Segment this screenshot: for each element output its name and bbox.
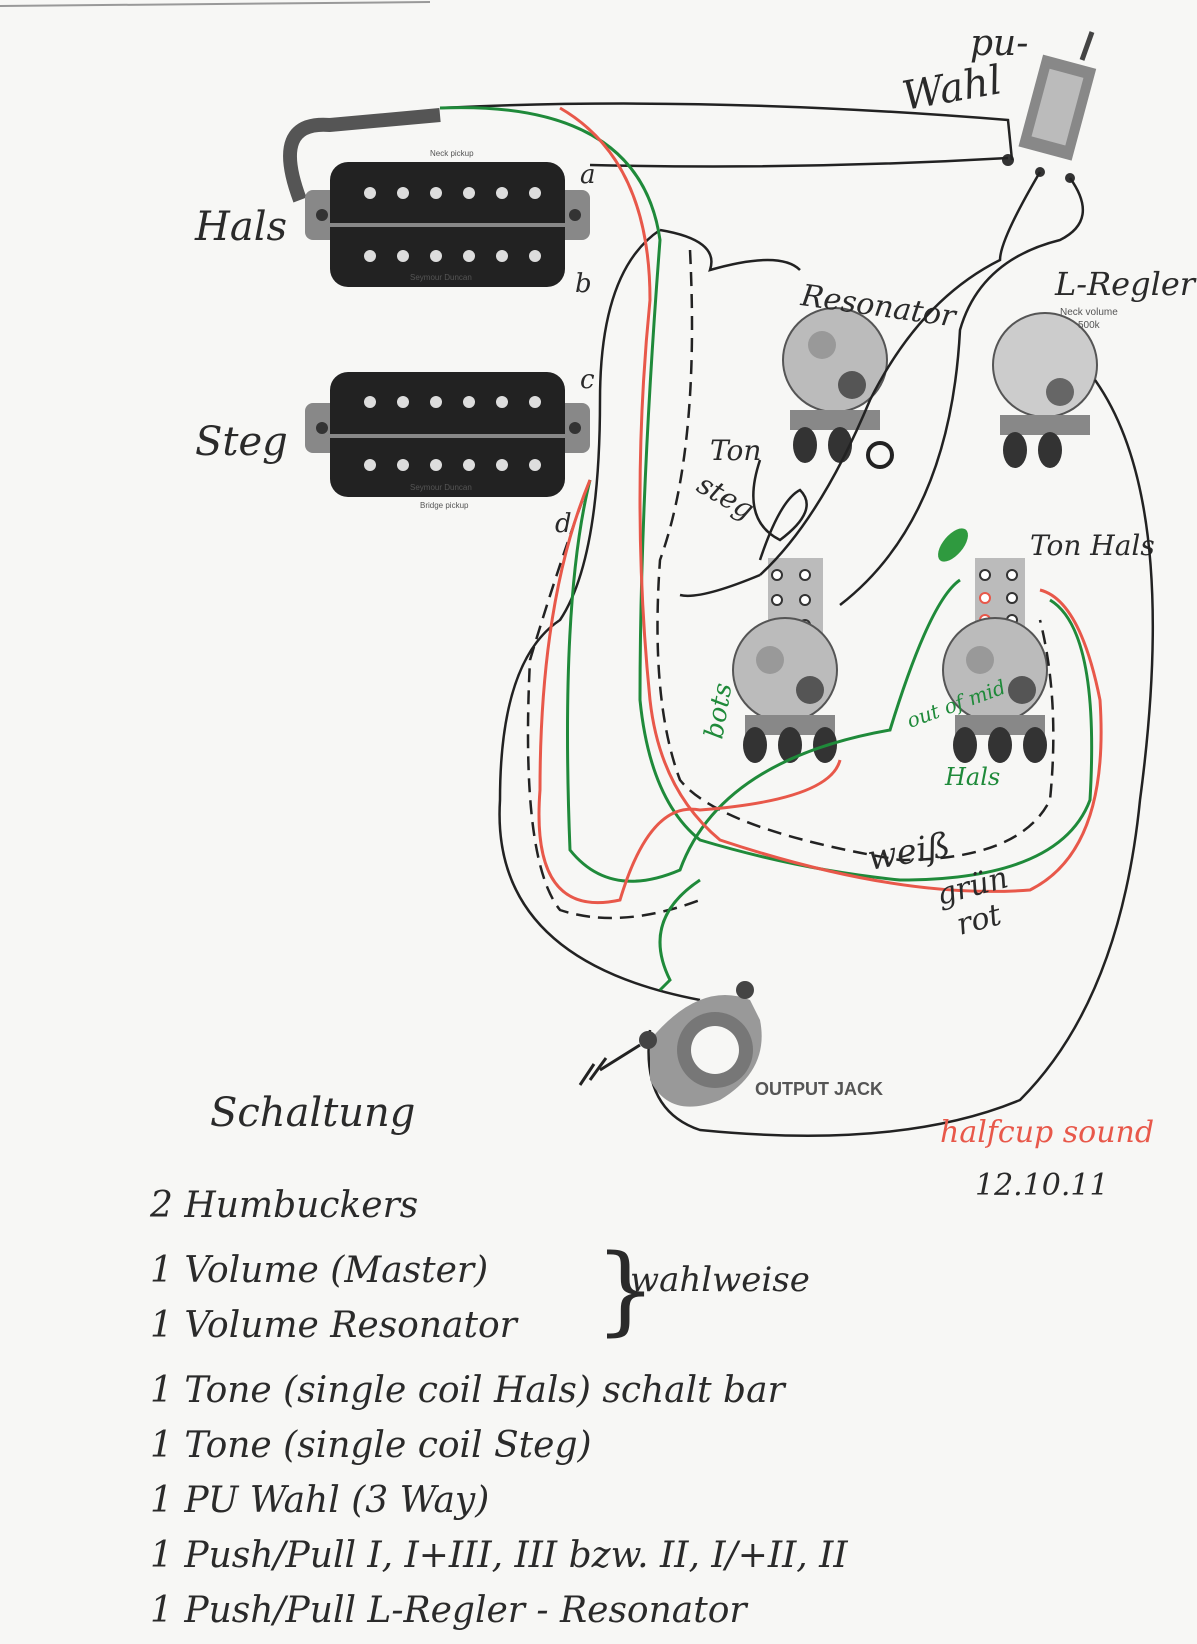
notes-brace-label: wahlweise (630, 1260, 810, 1300)
date: 12.10.11 (975, 1168, 1109, 1203)
notes-line-3: 1 Volume Resonator (150, 1305, 517, 1346)
output-jack-label: OUTPUT JACK (755, 1079, 883, 1099)
l-regler-print: Neck volume (1060, 307, 1118, 318)
notes-line-2: 1 Volume (Master) (150, 1250, 489, 1291)
terminal-b: b (575, 269, 592, 299)
tone-steg-pot (732, 558, 838, 763)
terminal-d: d (555, 509, 572, 539)
tone-hals-pot (938, 528, 1048, 763)
neck-pickup-print: Seymour Duncan (410, 273, 472, 282)
red-wire (537, 106, 1103, 905)
terminal-a: a (580, 160, 596, 190)
neck-humbucker: Seymour Duncan Neck pickup (283, 108, 590, 287)
green-wire (439, 106, 1094, 992)
bridge-pickup-print: Seymour Duncan (410, 483, 472, 492)
wire-label-weiss: weiß (865, 825, 954, 879)
ton-steg-label-2: steg (692, 467, 761, 526)
bots-label: bots (699, 681, 738, 741)
switch-label-pu: pu- (970, 23, 1028, 64)
neck-pickup-caption: Neck pickup (430, 149, 474, 158)
ton-hals-label: Ton Hals (1030, 529, 1155, 562)
terminal-c: c (580, 365, 595, 395)
ton-steg-label-1: Ton (710, 434, 761, 467)
notes-line-4: 1 Tone (single coil Hals) schalt bar (150, 1370, 785, 1411)
signature: halfcup sound (940, 1115, 1155, 1150)
notes-line-5: 1 Tone (single coil Steg) (150, 1425, 592, 1466)
notes-line-1: 2 Humbuckers (150, 1185, 419, 1226)
notes-title: Schaltung (210, 1090, 416, 1136)
bridge-label: Steg (195, 419, 288, 465)
switch-label-wahl: Wahl (899, 57, 1006, 120)
l-regler-label: L-Regler (1054, 265, 1197, 303)
resonator-pot (782, 307, 894, 469)
l-regler-pot (992, 312, 1098, 468)
output-jack (578, 981, 762, 1107)
l-regler-value: 500k (1078, 320, 1101, 331)
bridge-humbucker: Seymour Duncan Bridge pickup (305, 372, 590, 510)
hals-small-label: Hals (944, 763, 1000, 791)
notes-brace: } (595, 1234, 657, 1346)
black-dashed-wire (526, 249, 1055, 920)
pickup-selector-switch (1002, 31, 1097, 183)
notes-line-8: 1 Push/Pull L-Regler - Resonator (150, 1590, 747, 1631)
notes-line-7: 1 Push/Pull I, I+III, III bzw. II, I/+II… (150, 1535, 848, 1576)
bridge-pickup-caption: Bridge pickup (420, 501, 469, 510)
neck-label: Hals (194, 204, 287, 250)
notes-line-6: 1 PU Wahl (3 Way) (150, 1480, 490, 1521)
